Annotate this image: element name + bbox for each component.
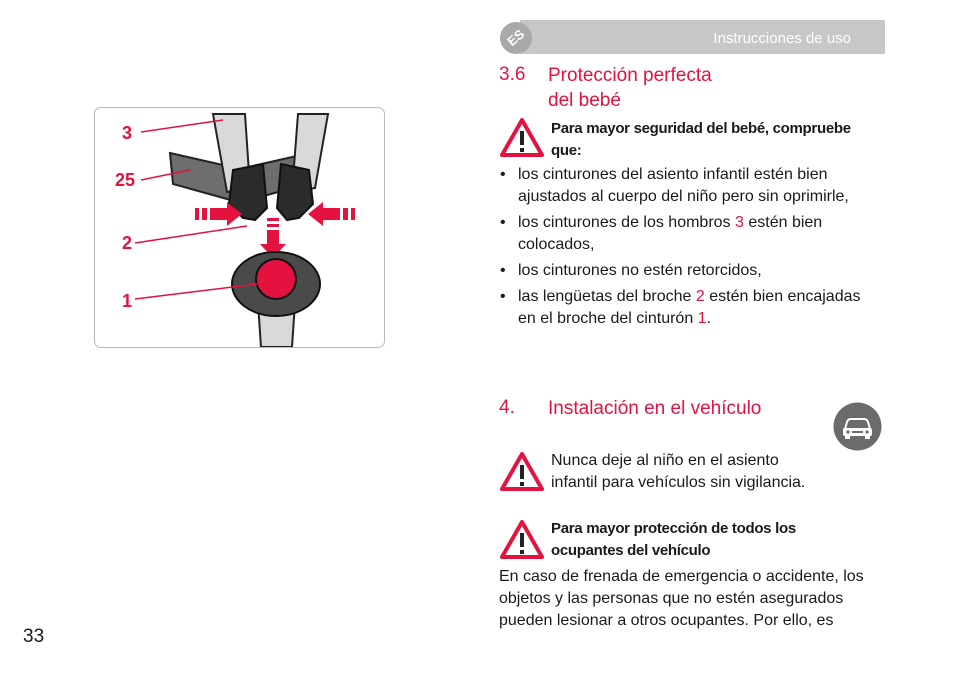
warning-line2: que: — [551, 142, 582, 159]
list-item: las lengüetas del broche 2 estén bien en… — [500, 286, 890, 330]
header-bar: Instrucciones de uso — [520, 20, 885, 54]
reference-number: 3 — [735, 214, 744, 231]
car-icon — [833, 402, 882, 451]
figure-label-25: 25 — [115, 170, 136, 190]
tongue-right — [275, 162, 315, 222]
reference-number: 2 — [695, 288, 705, 305]
warning-triangle-icon — [500, 452, 544, 491]
emphasis-no: no — [621, 262, 639, 279]
warning-line1: Para mayor seguridad del bebé, compruebe — [551, 120, 851, 137]
section-title: Instalación en el vehículo — [548, 398, 762, 419]
buckle-diagram — [134, 113, 355, 347]
list-item: los cinturones no estén retorcidos, — [500, 260, 890, 282]
buckle-illustration: 3 25 2 1 — [94, 107, 385, 348]
push-arrows — [195, 202, 355, 258]
list-item: los cinturones del asiento infantil esté… — [500, 164, 890, 208]
section-title-line2: del bebé — [548, 90, 621, 111]
figure-label-3: 3 — [122, 123, 133, 143]
page-number: 33 — [23, 626, 45, 647]
check-list: los cinturones del asiento infantil esté… — [500, 164, 890, 334]
leader-lines — [134, 119, 258, 300]
reference-number: 1 — [697, 310, 707, 327]
list-item: los cinturones de los hombros 3 estén bi… — [500, 212, 890, 256]
section-number: 4. — [499, 397, 515, 418]
warning-text: Nunca deje al niño en el asiento infanti… — [551, 452, 806, 491]
buckle-red-button — [255, 258, 297, 300]
warning-triangle-icon — [500, 118, 544, 157]
warning-bold-text: Para mayor protección de todos los ocupa… — [551, 520, 796, 559]
section-title: Protección perfecta del bebé — [548, 63, 712, 113]
section-number: 3.6 — [499, 64, 526, 85]
warning-bold-text: Para mayor seguridad del bebé, compruebe… — [551, 118, 851, 162]
section-title-line1: Protección perfecta — [548, 65, 712, 86]
figure-label-2: 2 — [122, 233, 133, 253]
body-paragraph: En caso de frenada de emergencia o accid… — [499, 568, 864, 629]
warning-triangle-icon — [500, 520, 544, 559]
figure-label-1: 1 — [122, 291, 133, 311]
header-title: Instrucciones de uso — [713, 30, 851, 47]
